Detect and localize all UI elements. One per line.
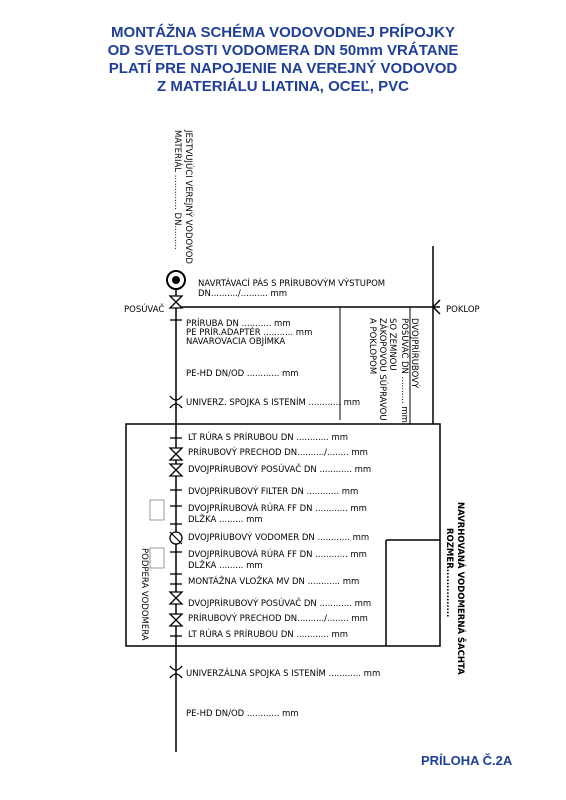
label-universal-joint: UNIVERZÁLNA SPOJKA S ISTENÍM ...........… <box>186 667 380 679</box>
title-line: PLATÍ PRE NAPOJENIE NA VEREJNÝ VODOVOD <box>108 60 458 77</box>
diagram-title: MONTÁŽNA SCHÉMA VODOVODNEJ PRÍPOJKY OD S… <box>0 24 566 96</box>
valve-symbols <box>168 295 184 627</box>
title-line: Z MATERIÁLU LIATINA, OCEĽ, PVC <box>157 78 409 95</box>
labels: JESTVUJÚCI VEREJNÝ VODOVOD MATERIÁL ....… <box>124 129 480 719</box>
tapping-band-symbol <box>166 270 186 290</box>
label-existing-main: JESTVUJÚCI VEREJNÝ VODOVOD <box>183 129 195 264</box>
label-ff-pipe: DVOJPRÍRUBOVÁ RÚRA FF DN ............ mm <box>188 548 367 560</box>
label-length: DLŽKA ......... mm <box>188 559 263 571</box>
label-mounting-insert: MONTÁŽNA VLOŽKA MV DN ............ mm <box>188 575 359 587</box>
label-vertical-valve-set: SO ZEMNOU <box>387 318 397 371</box>
label-ff-pipe: DVOJPRÍRUBOVÁ RÚRA FF DN ............ mm <box>188 502 367 514</box>
label-existing-main-material: MATERIÁL ............. DN......... <box>172 130 184 250</box>
valve-icon <box>168 447 184 461</box>
valve-icon <box>168 295 184 309</box>
label-double-flange-valve: DVOJPRÍRUBOVÝ POSÚVAČ DN ............ mm <box>188 463 371 475</box>
cover-arrow <box>432 306 441 315</box>
label-universal-joint: UNIVERZ. SPOJKA S ISTENÍM ............ m… <box>186 396 360 408</box>
label-filter: DVOJPRÍRUBOVÝ FILTER DN ............ mm <box>188 485 358 497</box>
pipe-lines <box>125 246 441 752</box>
label-tapping-band: NAVRTÁVACÍ PÁS S PRÍRUBOVÝM VÝSTUPOM <box>198 277 385 289</box>
label-double-flange-valve: DVOJPRÍRUBOVÝ POSÚVAČ DN ............ mm <box>188 597 371 609</box>
label-valve-left: POSÚVAČ <box>124 303 164 315</box>
label-meter-support: PODPERA VODOMERA <box>139 548 149 641</box>
appendix-label: PRÍLOHA Č.2A <box>421 753 513 768</box>
label-lt-pipe: LT RÚRA S PRÍRUBOU DN ............ mm <box>188 628 348 640</box>
label-vertical-valve-set: ZÁKOPOVOU SÚPRAVOU <box>377 318 389 421</box>
valve-icon <box>168 463 184 477</box>
label-pe-hd: PE-HD DN/OD ............ mm <box>186 369 299 379</box>
label-flange-transition: PRÍRUBOVÝ PRECHOD DN........../........ … <box>188 446 368 458</box>
label-flange-transition: PRÍRUBOVÝ PRECHOD DN........../........ … <box>188 612 368 624</box>
label-water-meter: DVOJPRÍUBOVÝ VODOMER DN ............ mm <box>188 531 369 543</box>
title-line: MONTÁŽNA SCHÉMA VODOVODNEJ PRÍPOJKY <box>111 24 455 41</box>
water-meter-symbol <box>169 531 183 545</box>
valve-icon <box>168 613 184 627</box>
label-tapping-band-dn: DN........../.......... mm <box>198 289 287 299</box>
flange-marks <box>170 319 182 637</box>
label-pe-adapter: PE PRÍR.ADAPTÉR ........... mm <box>186 326 312 338</box>
label-flange: PRÍRUBA DN ........... mm <box>186 317 291 329</box>
cover-arrow <box>432 299 441 308</box>
label-lt-pipe: LT RÚRA S PRÍRUBOU DN ............ mm <box>188 431 348 443</box>
water-meter-shaft <box>125 423 441 647</box>
label-vertical-valve: DVOJPRÍRUBOVÝ <box>409 318 421 389</box>
label-pe-hd: PE-HD DN/OD ............ mm <box>186 709 299 719</box>
meter-support-symbol <box>149 499 165 569</box>
label-floor-cover: POKLOP <box>446 305 480 315</box>
valve-icon <box>168 591 184 605</box>
coupling-symbols <box>169 395 183 679</box>
label-shaft-size: ROZMER............... <box>444 528 454 617</box>
label-shaft: NAVRHOVANÁ VODOMERNÁ ŠACHTA <box>455 502 467 675</box>
title-line: OD SVETLOSTI VODOMERA DN 50mm VRÁTANE <box>107 42 459 59</box>
label-vertical-valve-set: A POKLOPOM <box>367 318 377 374</box>
label-length: DLŽKA ......... mm <box>188 513 263 525</box>
label-weld-fitting: NAVAROVACIA OBJÍMKA <box>186 335 285 347</box>
label-vertical-valve-dn: POSÚVAČ DN .......... mm <box>399 318 411 423</box>
